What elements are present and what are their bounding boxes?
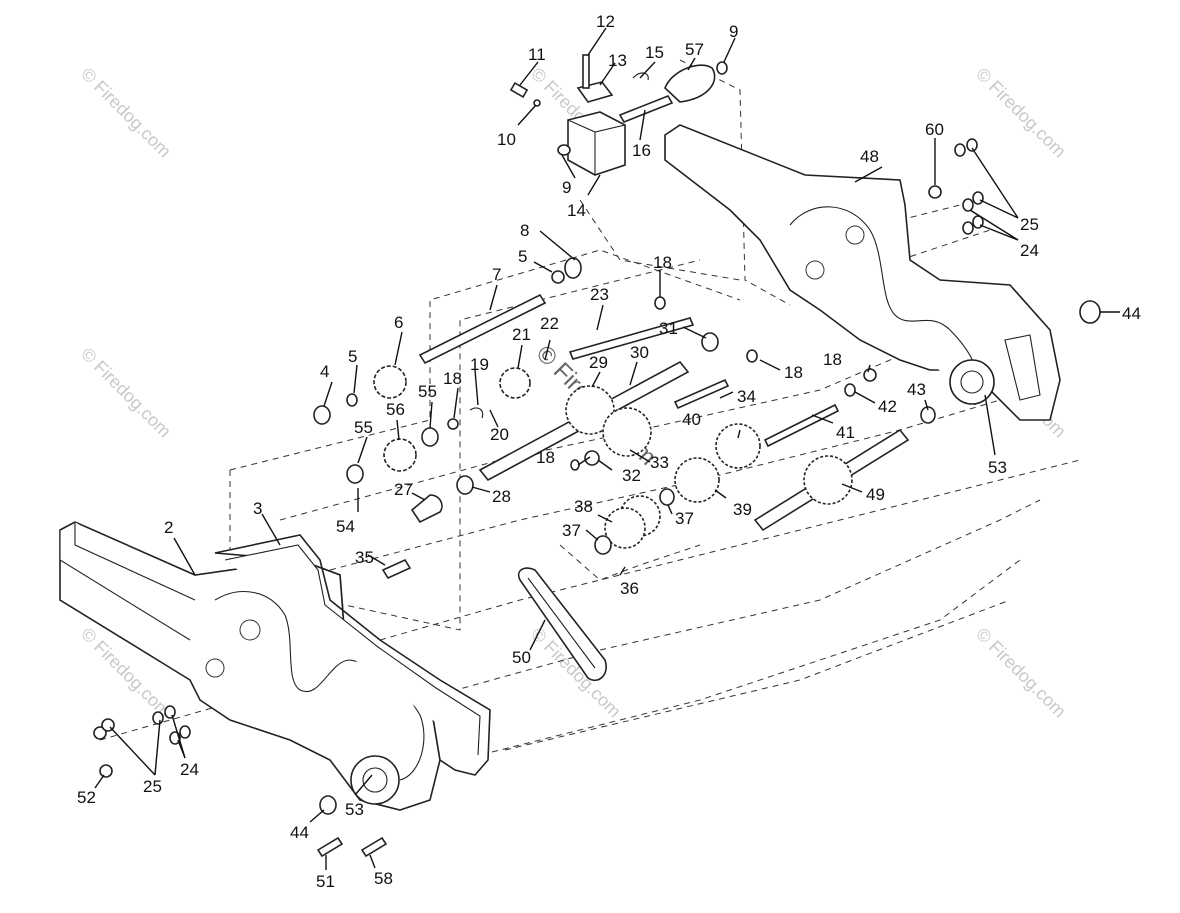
callout-37-right: 37 [675, 509, 694, 528]
callout-19: 19 [470, 355, 489, 374]
left-chain-housing [59, 521, 441, 811]
callout-24-right: 24 [1020, 241, 1039, 260]
callout-10: 10 [497, 130, 516, 149]
callout-7: 7 [492, 265, 501, 284]
callout-9-top: 9 [729, 22, 738, 41]
callout-58: 58 [374, 869, 393, 888]
callout-43: 43 [907, 380, 926, 399]
right-chain-housing [664, 124, 1061, 421]
callout-21: 21 [512, 325, 531, 344]
callout-32: 32 [622, 466, 641, 485]
callout-36: 36 [620, 579, 639, 598]
callout-56: 56 [386, 400, 405, 419]
watermark: © Firedog.com [972, 624, 1070, 722]
callout-41: 41 [836, 423, 855, 442]
callout-18-d: 18 [784, 363, 803, 382]
callout-38: 38 [574, 497, 593, 516]
callout-30: 30 [630, 343, 649, 362]
callout-48: 48 [860, 147, 879, 166]
shift-assembly [509, 54, 728, 176]
callout-44-right: 44 [1122, 304, 1141, 323]
leader-lines [94, 27, 1120, 870]
callout-2: 2 [164, 518, 173, 537]
callout-25-left: 25 [143, 777, 162, 796]
callout-29: 29 [589, 353, 608, 372]
callout-18-b: 18 [443, 369, 462, 388]
callout-3: 3 [253, 499, 262, 518]
callout-25-right: 25 [1020, 215, 1039, 234]
callout-18-c: 18 [536, 448, 555, 467]
callout-42: 42 [878, 397, 897, 416]
callout-5-left: 5 [348, 347, 357, 366]
callout-37-left: 37 [562, 521, 581, 540]
callout-35: 35 [355, 548, 374, 567]
callout-49: 49 [866, 485, 885, 504]
watermark: © Firedog.com [77, 344, 175, 442]
callout-54: 54 [336, 517, 355, 536]
callout-52: 52 [77, 788, 96, 807]
gears [313, 365, 853, 580]
watermark: © Firedog.com [77, 64, 175, 162]
callout-18-e: 18 [823, 350, 842, 369]
callout-5-upper: 5 [518, 247, 527, 266]
callout-labels: 12 11 13 15 57 9 10 16 9 14 8 5 7 18 23 … [77, 12, 1141, 891]
callout-34: 34 [737, 387, 756, 406]
watermark: © Firedog.com [972, 64, 1070, 162]
drive-chain [517, 567, 607, 682]
callout-33: 33 [650, 453, 669, 472]
callout-6: 6 [394, 313, 403, 332]
callout-12: 12 [596, 12, 615, 31]
callout-20: 20 [490, 425, 509, 444]
callout-31: 31 [659, 319, 678, 338]
callout-39: 39 [733, 500, 752, 519]
callout-14: 14 [567, 201, 586, 220]
callout-55-b: 55 [354, 418, 373, 437]
callout-11: 11 [528, 45, 546, 64]
callout-8: 8 [520, 221, 529, 240]
callout-40: 40 [682, 410, 701, 429]
callout-15: 15 [645, 43, 664, 62]
callout-55-a: 55 [418, 382, 437, 401]
callout-16: 16 [632, 141, 651, 160]
hardware [93, 138, 984, 858]
callout-44-left: 44 [290, 823, 309, 842]
callout-53-right: 53 [988, 458, 1007, 477]
callout-28: 28 [492, 487, 511, 506]
callout-13: 13 [608, 51, 627, 70]
callout-27: 27 [394, 480, 413, 499]
callout-51: 51 [316, 872, 335, 891]
chain-cover [214, 534, 491, 776]
callout-50: 50 [512, 648, 531, 667]
callout-18-a: 18 [653, 253, 672, 272]
callout-57: 57 [685, 40, 704, 59]
callout-4: 4 [320, 362, 329, 381]
callout-9-left: 9 [562, 178, 571, 197]
callout-60: 60 [925, 120, 944, 139]
callout-53-left: 53 [345, 800, 364, 819]
callout-24-left: 24 [180, 760, 199, 779]
callout-22: 22 [540, 314, 559, 333]
callout-23: 23 [590, 285, 609, 304]
